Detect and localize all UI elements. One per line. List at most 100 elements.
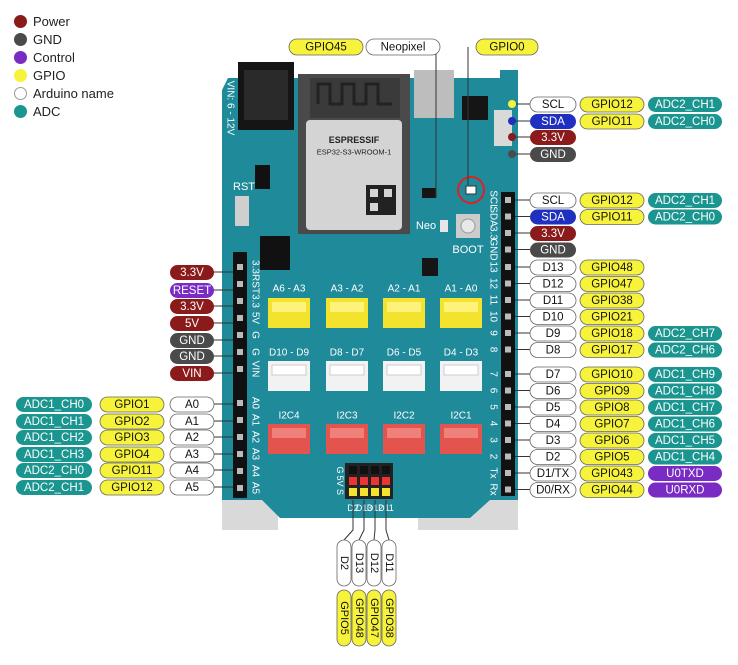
header-mid-label: D4 - D3: [444, 348, 479, 359]
right-row-2-text: ADC1_CH5: [655, 435, 715, 447]
legend-label: Arduino name: [33, 85, 114, 101]
left-pin-label: A3: [250, 448, 261, 461]
right-pin-label: 10: [488, 311, 499, 323]
qwiic-row-2-box: [648, 97, 722, 112]
right-row-2-text: ADC2_CH1: [655, 195, 715, 207]
left-power-row-text: 5V: [185, 318, 199, 330]
right-row-2-text: ADC1_CH8: [655, 386, 715, 398]
neo-led-body: [440, 220, 448, 232]
left-pin-label: VIN: [250, 361, 261, 378]
right-pin-label: Rx: [488, 483, 499, 495]
qwiic-row-1-text: GPIO11: [592, 116, 633, 128]
header-mid-label: D8 - D7: [330, 348, 365, 359]
right-row-1-box: [579, 465, 645, 482]
right-row-1-box: [579, 399, 645, 416]
left-power-row-box: [170, 265, 214, 280]
right-row-2-box: [648, 466, 722, 481]
right-header-pin: [505, 330, 511, 336]
left-analog-row-0-box: [16, 414, 92, 429]
right-row-1-text: GPIO7: [594, 419, 629, 431]
left-analog-row-1-box: [99, 396, 165, 413]
left-analog-row-0-text: ADC1_CH3: [24, 449, 84, 461]
qwiic-row-0-text: GND: [540, 149, 566, 161]
bottom-gpio-box: [366, 589, 382, 647]
right-row-1-box: [579, 209, 645, 225]
boot-button-cap: [460, 218, 476, 234]
left-header-pin: [237, 332, 243, 338]
bottom-leader-line: [385, 500, 390, 541]
qwiic-row-0-box: [530, 147, 576, 162]
right-row-1-text: GPIO11: [592, 212, 633, 224]
left-analog-row-1-box: [99, 479, 165, 496]
qwiic-row-0-box: [530, 114, 576, 129]
yellow-header-slot: [444, 302, 478, 312]
left-power-row-box: [170, 299, 214, 314]
small-chip: [422, 258, 438, 276]
right-row-2-text: U0TXD: [666, 468, 704, 480]
left-power-row-text: RESET: [173, 285, 211, 297]
adc-color-swatch: [14, 104, 27, 118]
right-header-pin: [505, 280, 511, 287]
right-row-0-text: D9: [546, 328, 561, 340]
right-row-0-text: D1/TX: [537, 468, 570, 480]
gpio-color-swatch: [14, 68, 27, 82]
top-label-neopixel-box: [365, 38, 441, 56]
left-analog-row-2-box: [169, 413, 215, 430]
left-analog-row-2-text: A4: [185, 465, 200, 477]
header-top-label: A3 - A2: [331, 284, 364, 295]
bottom-name-text: D2: [338, 556, 350, 570]
qwiic-row-2-text: ADC2_CH0: [655, 116, 715, 128]
right-row-1-text: GPIO43: [591, 468, 633, 480]
right-row-0-box: [529, 325, 577, 342]
left-analog-row-2-box: [169, 446, 215, 463]
left-header-pin: [237, 264, 243, 270]
left-power-row-box: [170, 333, 214, 348]
vin-range-label: VIN: 6 - 12V: [225, 81, 236, 136]
left-power-row-box: [170, 283, 214, 298]
left-pin-label: A1: [250, 414, 261, 427]
white-header-slot: [329, 364, 365, 376]
right-row-0-text: D0/RX: [536, 485, 570, 497]
right-row-2-box: [648, 400, 722, 415]
bottom-pin: [382, 488, 390, 496]
right-row-0-text: D13: [542, 262, 563, 274]
usb-connector: [414, 70, 454, 118]
right-row-0-box: [529, 449, 577, 465]
red-header-slot: [387, 428, 421, 438]
bottom-gpio-box: [351, 589, 367, 647]
left-analog-row-2-box: [169, 396, 215, 413]
left-power-row-text: 3.3V: [180, 267, 204, 279]
header-top-label: A2 - A1: [388, 284, 421, 295]
qwiic-row-0-box: [529, 96, 577, 113]
right-row-2-text: ADC1_CH6: [655, 419, 715, 431]
left-analog-row-0-text: ADC2_CH1: [24, 482, 84, 494]
right-header-pin: [505, 437, 511, 443]
left-power-row-text: GND: [179, 351, 205, 363]
left-analog-row-2-box: [169, 479, 215, 496]
bottom-pin: [349, 466, 357, 474]
left-analog-row-1-text: GPIO4: [114, 449, 150, 461]
left-analog-row-0-box: [16, 463, 92, 478]
right-row-1-box: [579, 276, 645, 292]
right-row-1-box: [579, 482, 645, 498]
right-row-1-box: [579, 292, 645, 309]
boot-label: BOOT: [452, 244, 483, 256]
left-analog-row-2-text: A5: [185, 482, 199, 494]
left-pin-label: 3.3: [250, 260, 261, 274]
right-header: [501, 192, 515, 496]
right-row-1-box: [579, 325, 645, 342]
left-analog-row-1-box: [99, 413, 165, 430]
red-header-slot: [444, 428, 478, 438]
qr-code-marker: [370, 189, 378, 197]
right-pin-label: 12: [488, 278, 499, 290]
right-row-2-box: [648, 326, 722, 341]
bottom-side-label: G: [335, 466, 345, 473]
top-label-neopixel-text: Neopixel: [381, 42, 426, 54]
right-row-0-box: [529, 276, 577, 292]
right-pin-label: 2: [488, 454, 499, 460]
right-header-pin: [505, 346, 511, 353]
bottom-pin: [371, 477, 379, 485]
left-analog-row-0-box: [16, 397, 92, 412]
gnd-color-swatch: [14, 32, 27, 46]
